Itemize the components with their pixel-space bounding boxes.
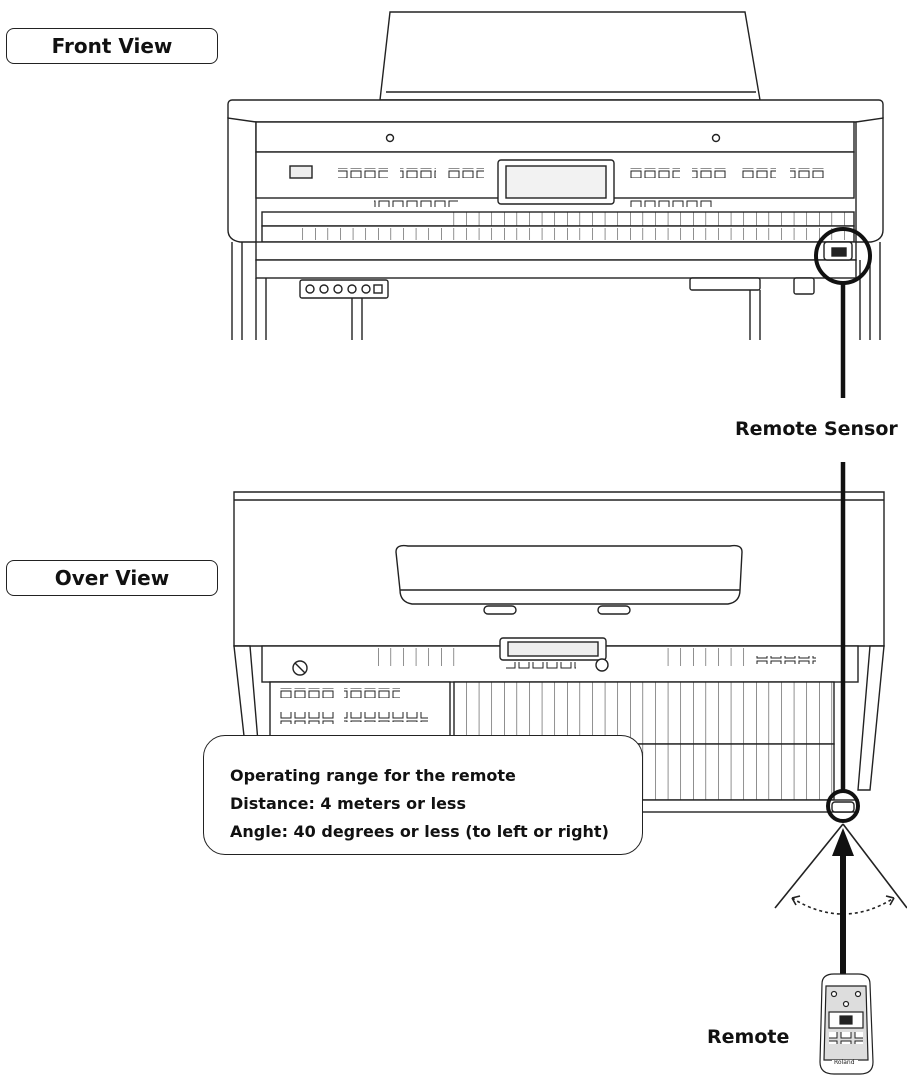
remote-label: Remote (707, 1026, 789, 1048)
front-view-label-text: Front View (52, 34, 173, 58)
over-view-label-text: Over View (55, 566, 169, 590)
note-title: Operating range for the remote (230, 762, 642, 790)
remote-sensor-label: Remote Sensor (735, 418, 898, 440)
front-view-label: Front View (6, 28, 218, 64)
remote-brand-logo: Roland (834, 1059, 855, 1066)
operating-range-note: Operating range for the remote Distance:… (203, 735, 643, 855)
front-view-organ (228, 12, 883, 340)
note-distance: Distance: 4 meters or less (230, 790, 642, 818)
over-view-label: Over View (6, 560, 218, 596)
note-angle: Angle: 40 degrees or less (to left or ri… (230, 818, 642, 846)
